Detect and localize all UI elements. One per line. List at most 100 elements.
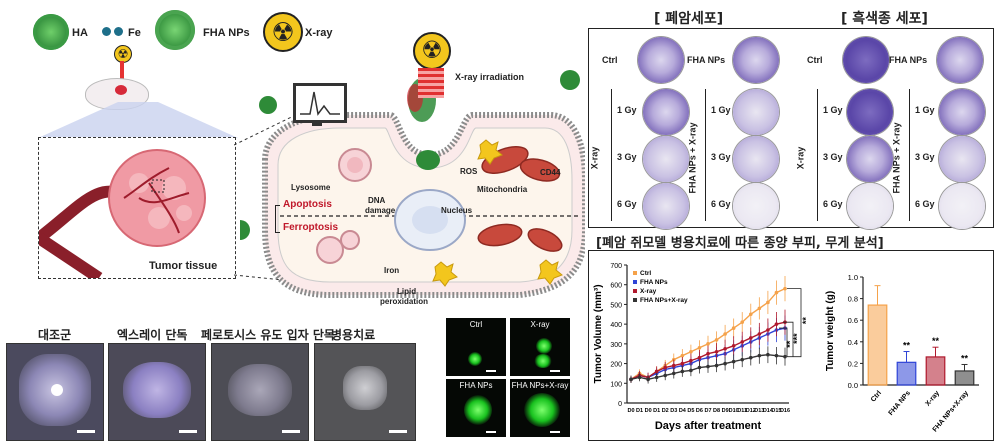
photo-label-fha: 페로토시스 유도 입자 단독 (201, 328, 335, 342)
tumor-tissue-label: Tumor tissue (149, 260, 218, 272)
volume-data-point (766, 352, 770, 357)
volume-data-point (697, 346, 702, 350)
lung-combo-6gy-plate (733, 183, 779, 229)
volume-data-point (783, 354, 787, 359)
volume-data-point (680, 361, 685, 366)
weight-x-tick-label: Ctrl (870, 390, 883, 404)
volume-legend-swatch (633, 289, 637, 293)
volume-y-label: Tumor Volume (mm³) (593, 284, 604, 383)
apoptosis-label: Apoptosis (283, 199, 332, 210)
mela-combo-6gy-plate (939, 183, 985, 229)
volume-data-point (723, 361, 727, 366)
mela-xray-3gy-plate (847, 136, 893, 182)
volume-data-point (731, 344, 736, 348)
fluor-label-combo: FHA NPs+X-ray (511, 381, 569, 390)
volume-data-point (766, 300, 770, 305)
volume-data-point (740, 357, 745, 362)
legend-radiation-icon: ☢ (263, 12, 303, 52)
volume-x-tick-label: D13 (754, 408, 764, 414)
cell-radiation-icon: ☢ (413, 32, 451, 70)
volume-y-tick-label: 400 (610, 322, 622, 329)
weight-bar (867, 304, 888, 386)
lung-combo-bracket (701, 89, 706, 221)
mouse-model-title: [폐암 쥐모델 병용치료에 따른 종양 부피, 무게 분석] (596, 236, 884, 251)
lung-dose-6-label: 6 Gy (617, 199, 637, 209)
volume-x-tick-label: D14 (763, 408, 774, 414)
volume-legend-label: FHA NPs+X-ray (640, 297, 688, 304)
weight-y-label: Tumor weight (g) (825, 291, 836, 371)
volume-data-point (748, 336, 753, 340)
lung-xray-6gy-plate (643, 183, 689, 229)
monitor-icon (293, 83, 347, 123)
volume-data-point (757, 306, 762, 311)
volume-data-point (680, 369, 685, 374)
volume-data-point (723, 332, 727, 336)
lung-combo-1gy-plate (733, 89, 779, 135)
mela-xray-label: X-ray (795, 146, 806, 170)
volume-legend-swatch (633, 280, 637, 284)
mela-xray-6gy-plate (847, 183, 893, 229)
significance-bracket (783, 321, 794, 357)
volume-x-tick-label: D0 (627, 408, 634, 414)
mela-fha-plate (937, 37, 983, 83)
lung-xray-bracket (607, 89, 612, 221)
significance-label: ** (801, 317, 811, 325)
fluor-combo: FHA NPs+X-ray (510, 379, 570, 437)
volume-data-point (689, 368, 693, 373)
fluor-label-fha: FHA NPs (459, 381, 493, 390)
xray-beam (418, 68, 444, 98)
volume-legend-label: X-ray (640, 288, 657, 295)
ros-label: ROS (460, 167, 478, 176)
volume-data-point (723, 346, 727, 351)
ferroptosis-label: Ferroptosis (283, 222, 339, 233)
volume-y-tick-label: 700 (610, 263, 622, 270)
mela-combo-dose-3-label: 3 Gy (915, 152, 935, 162)
volume-x-tick-label: D7 (704, 408, 711, 414)
melanoma-cell-title: [ 흑색종 세포] (841, 11, 928, 27)
mela-combo-dose-6-label: 6 Gy (915, 199, 935, 209)
volume-data-point (671, 363, 676, 368)
tumor-tissue-box: Tumor tissue (35, 137, 236, 283)
mela-dose-6-label: 6 Gy (823, 199, 843, 209)
volume-x-tick-label: D15 (771, 408, 781, 414)
volume-data-point (783, 286, 787, 291)
fluor-label-ctrl: Ctrl (469, 320, 483, 329)
fluor-label-xray: X-ray (530, 320, 550, 329)
legend-fe-icon (102, 27, 111, 36)
mela-dose-1-label: 1 Gy (823, 105, 843, 115)
tumor-photo-xray (108, 343, 206, 441)
volume-data-point (757, 332, 762, 336)
mela-combo-label: FHA NPs + X-ray (891, 122, 902, 194)
weight-y-tick-label: 0.8 (848, 295, 858, 304)
volume-data-point (689, 349, 693, 354)
legend-ha-icon (33, 14, 69, 50)
volume-legend-label: Ctrl (640, 270, 651, 277)
weight-y-tick-label: 0.4 (848, 338, 858, 347)
fluor-xray: X-ray (510, 318, 570, 376)
volume-x-tick-label: D1 (636, 408, 643, 414)
lung-ctrl-plate (638, 37, 684, 83)
volume-data-point (774, 353, 779, 358)
volume-data-point (663, 373, 668, 378)
lung-combo-dose-6-label: 6 Gy (711, 199, 731, 209)
volume-x-tick-label: D12 (746, 408, 756, 414)
colony-panel: Ctrl FHA NPs X-ray 1 Gy 3 Gy 6 Gy FHA NP… (588, 28, 994, 229)
volume-data-point (646, 377, 650, 382)
dna-damage-label-1: DNA (368, 196, 386, 205)
weight-bar (896, 361, 917, 386)
weight-significance-label: ** (903, 341, 911, 351)
volume-data-point (663, 365, 668, 370)
lung-xray-label: X-ray (589, 146, 600, 170)
mouse-tumor (115, 85, 127, 95)
lung-combo-3gy-plate (733, 136, 779, 182)
legend-fe-icon-2 (114, 27, 123, 36)
volume-y-tick-label: 0 (618, 401, 622, 408)
legend-fha-label: FHA NPs (203, 27, 250, 39)
volume-data-point (706, 342, 710, 346)
mela-dose-3-label: 3 Gy (823, 152, 843, 162)
cell-diagram (240, 70, 585, 298)
volume-data-point (774, 322, 779, 326)
volume-data-point (697, 365, 702, 370)
volume-data-point (637, 375, 642, 380)
